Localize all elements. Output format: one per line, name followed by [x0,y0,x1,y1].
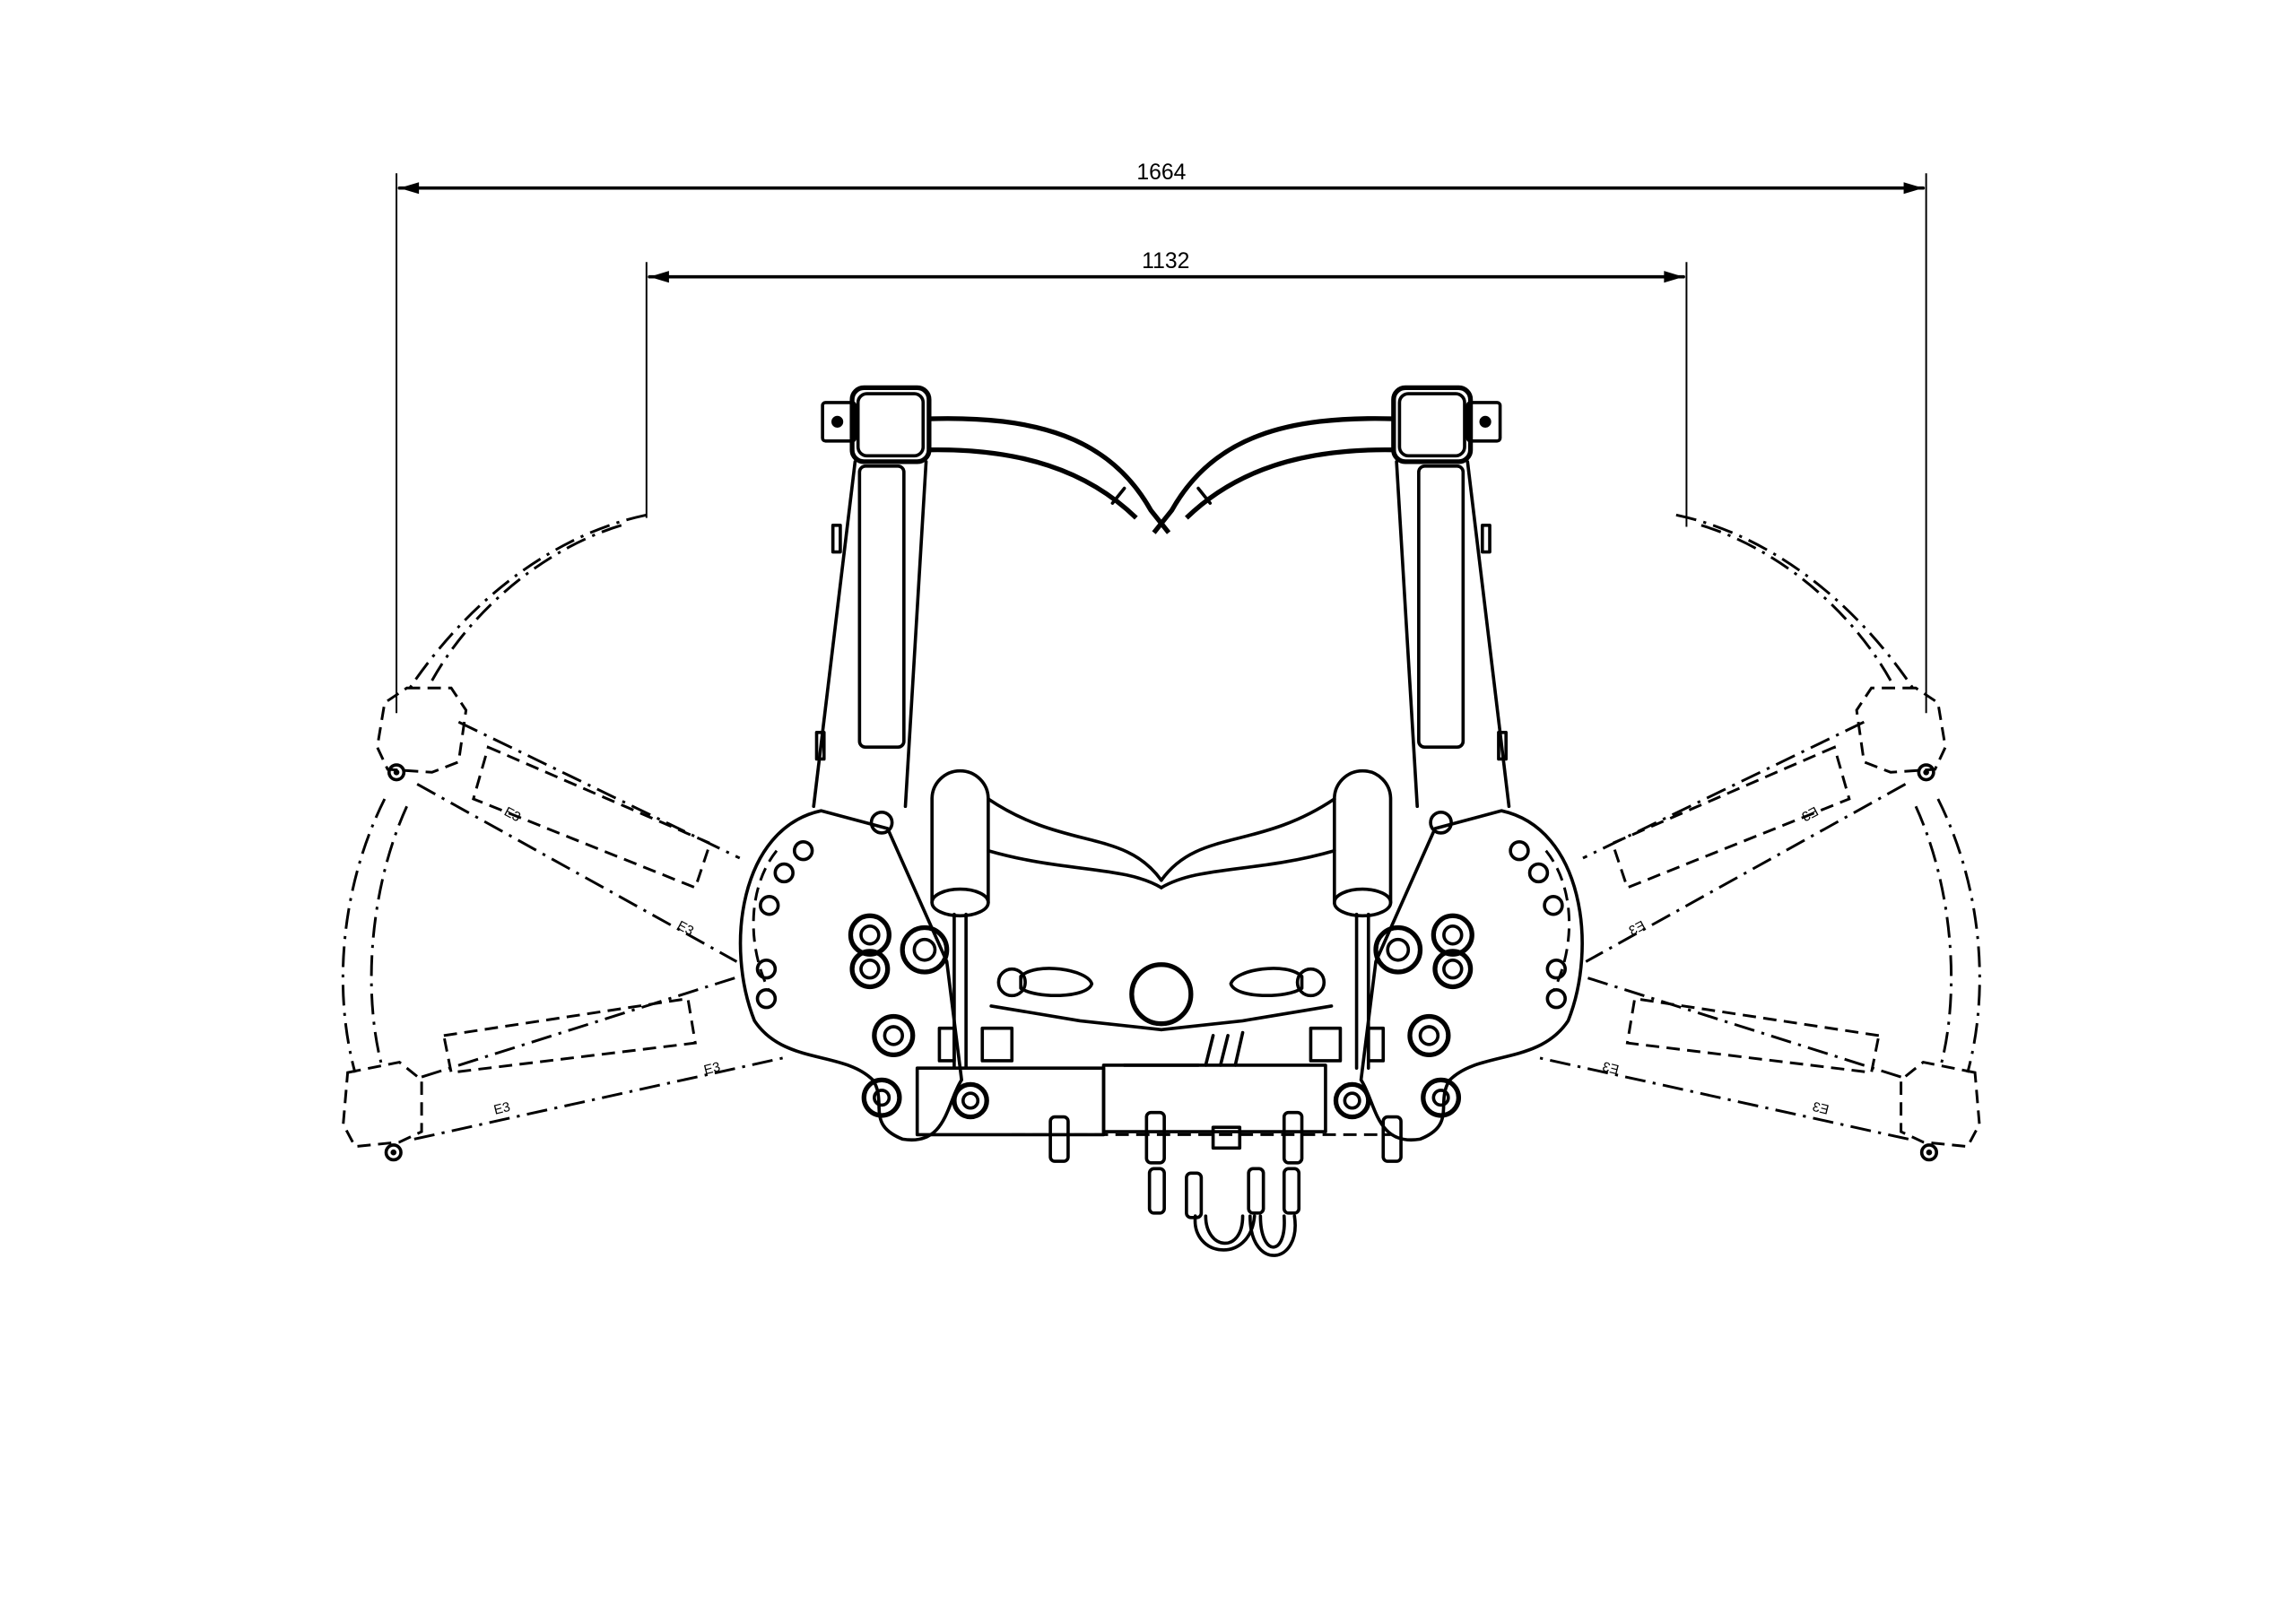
svg-text:E3: E3 [501,805,523,826]
dimension-label-inner: 1132 [1142,249,1189,273]
svg-text:E3: E3 [492,1100,511,1118]
svg-text:E3: E3 [702,1060,721,1078]
hydraulic-couplers [1048,1110,1403,1219]
upper-arm-alternate-position: E3 E3 [376,686,741,963]
dimension-overall-width: 1664 [396,161,1927,714]
svg-text:E3: E3 [674,919,696,940]
center-assembly [915,962,1403,1257]
dimension-label-overall: 1664 [1136,161,1186,185]
lower-arm-alternate-position: E3 E3 [342,975,785,1162]
machine-right-half [1154,387,1980,1159]
machine-left-half: E3 E3 E3 E3 [341,385,1171,1162]
dimension-inner-width: 1132 [645,249,1688,527]
